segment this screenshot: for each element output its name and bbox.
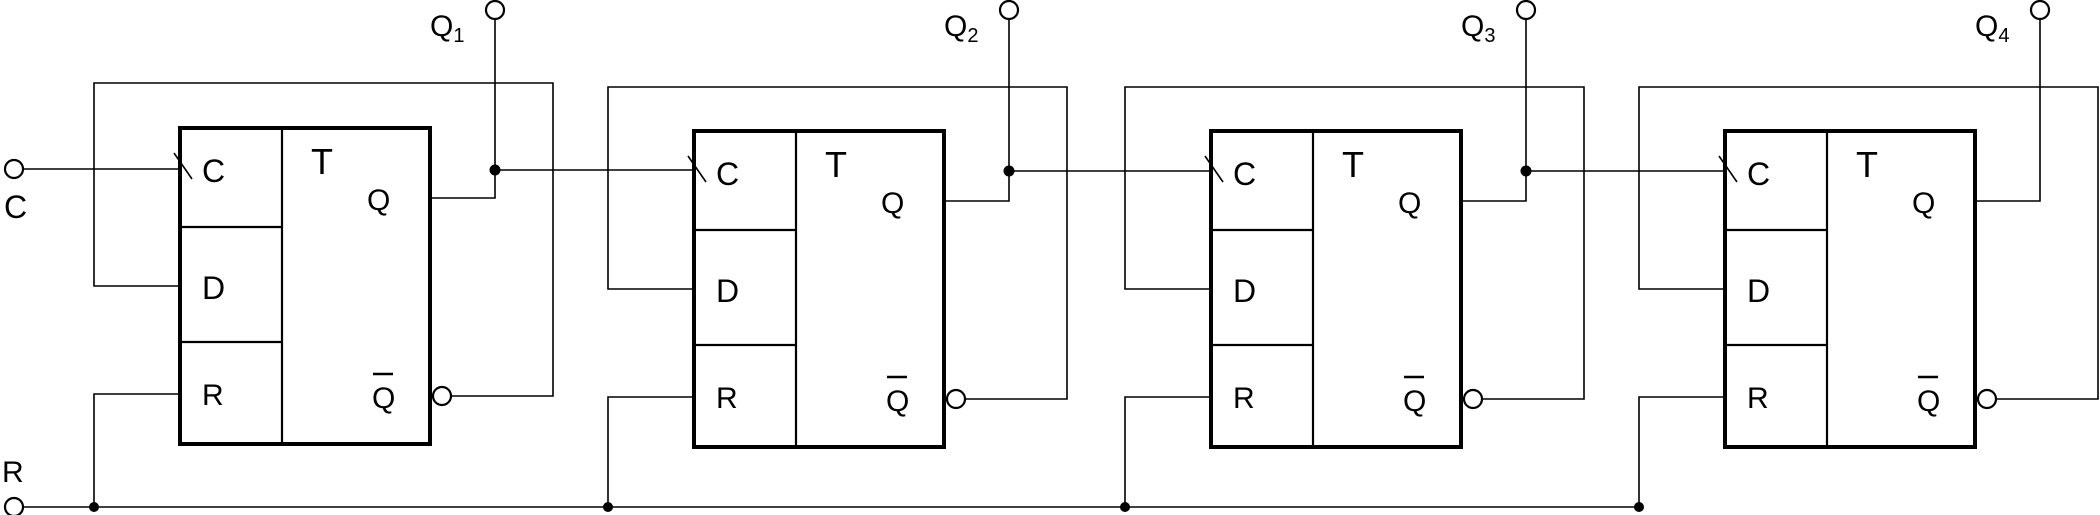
flipflop-4: [1723, 129, 1977, 449]
flipflop-4-qbar-bubble: [1976, 388, 1998, 410]
flipflop-2-feedback-wire: [607, 86, 1068, 400]
q3-junction-dot: [1520, 165, 1532, 177]
junction-dots: [89, 164, 1644, 512]
reset-input-label: R: [2, 456, 24, 489]
flipflop-3-reset-wire: [1124, 396, 1211, 507]
reset-junction-dot: [603, 502, 613, 512]
flipflop-4-pin-r-label: R: [1747, 382, 1769, 415]
clock-input-terminal[interactable]: [3, 158, 25, 180]
q1-output-label: Q1: [430, 10, 464, 47]
flipflop-2-q-output-wire: [944, 12, 1010, 202]
flipflop-2-pin-r-label: R: [716, 382, 738, 415]
clock-input-label: C: [4, 189, 27, 225]
q4-output-label-subscript: 4: [1998, 25, 2009, 47]
q1-output-label-subscript: 1: [453, 25, 464, 47]
q3-output-terminal[interactable]: [1515, 0, 1537, 21]
flipflop-4-pin-q-label: Q: [1912, 187, 1935, 220]
flipflop-4-reset-wire: [1638, 396, 1725, 507]
flipflop-3-clock-edge-mark: [1204, 155, 1224, 183]
flipflop-3-qbar-bubble: [1462, 388, 1484, 410]
flipflop-3-pin-qbar-label: Q: [1403, 385, 1426, 418]
q1-output-label-base: Q: [430, 10, 453, 43]
flipflop-4-pin-qbar-label: Q: [1917, 385, 1940, 418]
q2-junction-dot: [1003, 165, 1015, 177]
flipflop-1-q-output-wire: [430, 12, 496, 199]
flipflop-4-q-output-wire: [1975, 12, 2041, 202]
reset-junction-dot: [1120, 502, 1130, 512]
q4-output-terminal[interactable]: [2029, 0, 2051, 21]
flipflop-3-type-label: T: [1342, 144, 1364, 185]
flipflop-4-feedback-wire: [1638, 86, 2099, 400]
flipflop-2-reset-wire: [607, 396, 694, 507]
reset-input-terminal[interactable]: [3, 496, 25, 515]
flipflop-2-pin-qbar-label: Q: [886, 385, 909, 418]
flipflop-1-clock-edge-mark: [173, 152, 193, 180]
reset-junction-dot: [1634, 502, 1644, 512]
flipflop-3: [1209, 129, 1463, 449]
flipflop-1-pin-c-label: C: [202, 153, 225, 189]
q3-output-label-base: Q: [1461, 10, 1484, 43]
flipflop-2: [692, 129, 946, 449]
flipflop-2-clock-edge-mark: [687, 155, 707, 183]
q2-output-label: Q2: [944, 10, 978, 47]
reset-junction-dot: [89, 502, 99, 512]
flipflop-4-pin-d-label: D: [1747, 273, 1770, 309]
flipflop-3-feedback-wire: [1124, 86, 1585, 400]
terminals: [3, 0, 2051, 515]
flipflop-3-q-output-wire: [1461, 12, 1527, 202]
flipflop-1: [178, 126, 432, 446]
flipflop-2-pin-q-label: Q: [881, 187, 904, 220]
flipflop-4-type-label: T: [1856, 144, 1878, 185]
flipflop-3-pin-q-label: Q: [1398, 187, 1421, 220]
flipflop-1-pin-q-label: Q: [367, 184, 390, 217]
q1-junction-dot: [489, 164, 501, 176]
flipflop-1-pin-qbar-label: Q: [372, 382, 395, 415]
q4-output-label-base: Q: [1975, 10, 1998, 43]
flipflop-4-pin-c-label: C: [1747, 156, 1770, 192]
flipflop-1-feedback-wire: [93, 82, 554, 397]
flipflop-1-type-label: T: [311, 141, 333, 182]
q3-output-label: Q3: [1461, 10, 1495, 47]
flipflop-2-type-label: T: [825, 144, 847, 185]
flipflop-blocks: [173, 126, 1977, 449]
wires: [23, 12, 2099, 508]
q2-output-terminal[interactable]: [998, 0, 1020, 21]
flipflop-1-qbar-bubble: [431, 385, 453, 407]
flipflop-3-pin-d-label: D: [1233, 273, 1256, 309]
q2-output-label-subscript: 2: [967, 25, 978, 47]
q2-output-label-base: Q: [944, 10, 967, 43]
flipflop-2-pin-d-label: D: [716, 273, 739, 309]
flipflop-3-pin-c-label: C: [1233, 156, 1256, 192]
flipflop-1-reset-wire: [93, 393, 180, 507]
q3-output-label-subscript: 3: [1484, 25, 1495, 47]
flipflop-1-pin-d-label: D: [202, 270, 225, 306]
flipflop-3-pin-r-label: R: [1233, 382, 1255, 415]
flipflop-4-clock-edge-mark: [1718, 155, 1738, 183]
flipflop-2-qbar-bubble: [945, 388, 967, 410]
flipflop-2-pin-c-label: C: [716, 156, 739, 192]
q4-output-label: Q4: [1975, 10, 2009, 47]
q1-output-terminal[interactable]: [484, 0, 506, 21]
flipflop-1-pin-r-label: R: [202, 379, 224, 412]
